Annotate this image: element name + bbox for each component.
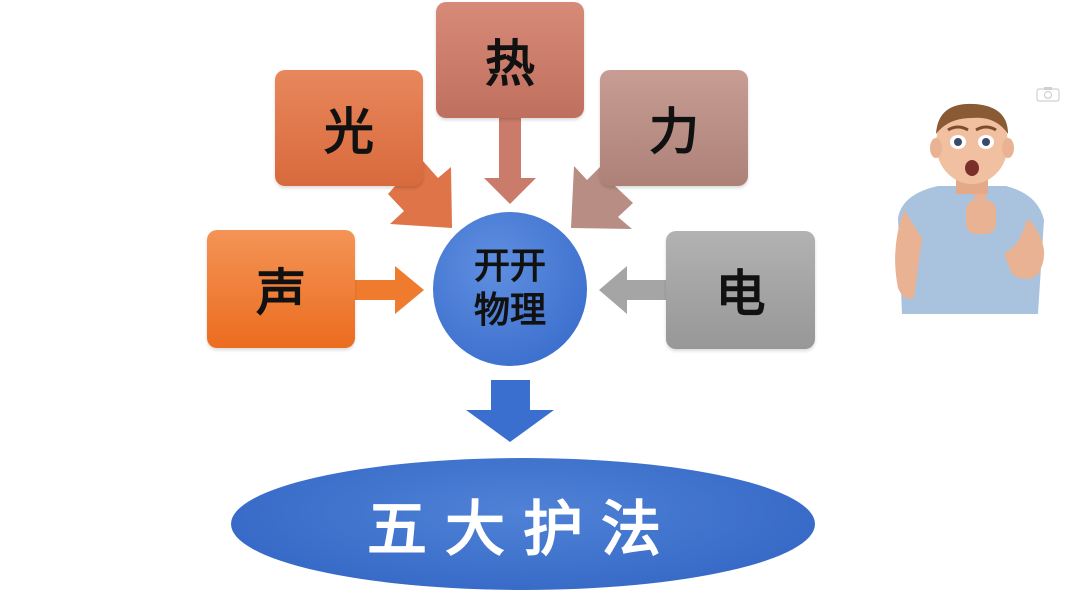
- boy-thumbs-up-photo: [895, 103, 1045, 314]
- arrow-dian: [599, 266, 666, 314]
- topic-label-sheng: 声: [256, 264, 306, 322]
- arrow-to-bottom: [466, 380, 554, 442]
- topic-box-guang: 光: [275, 70, 423, 186]
- topic-box-sheng: 声: [207, 230, 355, 348]
- bottom-ellipse: 五大护法: [231, 458, 815, 590]
- camera-icon: [1036, 87, 1060, 102]
- topic-box-dian: 电: [666, 231, 815, 349]
- center-line-2: 物理: [473, 290, 546, 331]
- center-line-1: 开开: [473, 246, 546, 287]
- bottom-label: 五大护法: [367, 494, 679, 565]
- center-circle: 开开 物理: [433, 212, 587, 366]
- topic-label-li: 力: [649, 103, 699, 161]
- topic-label-dian: 电: [715, 265, 766, 323]
- topic-box-li: 力: [600, 70, 748, 186]
- topic-box-re: 热: [436, 2, 584, 118]
- topic-label-guang: 光: [324, 103, 374, 161]
- topic-label-re: 热: [485, 35, 535, 93]
- arrow-sheng: [355, 266, 424, 314]
- arrow-li: [571, 166, 633, 229]
- arrow-re: [484, 118, 536, 204]
